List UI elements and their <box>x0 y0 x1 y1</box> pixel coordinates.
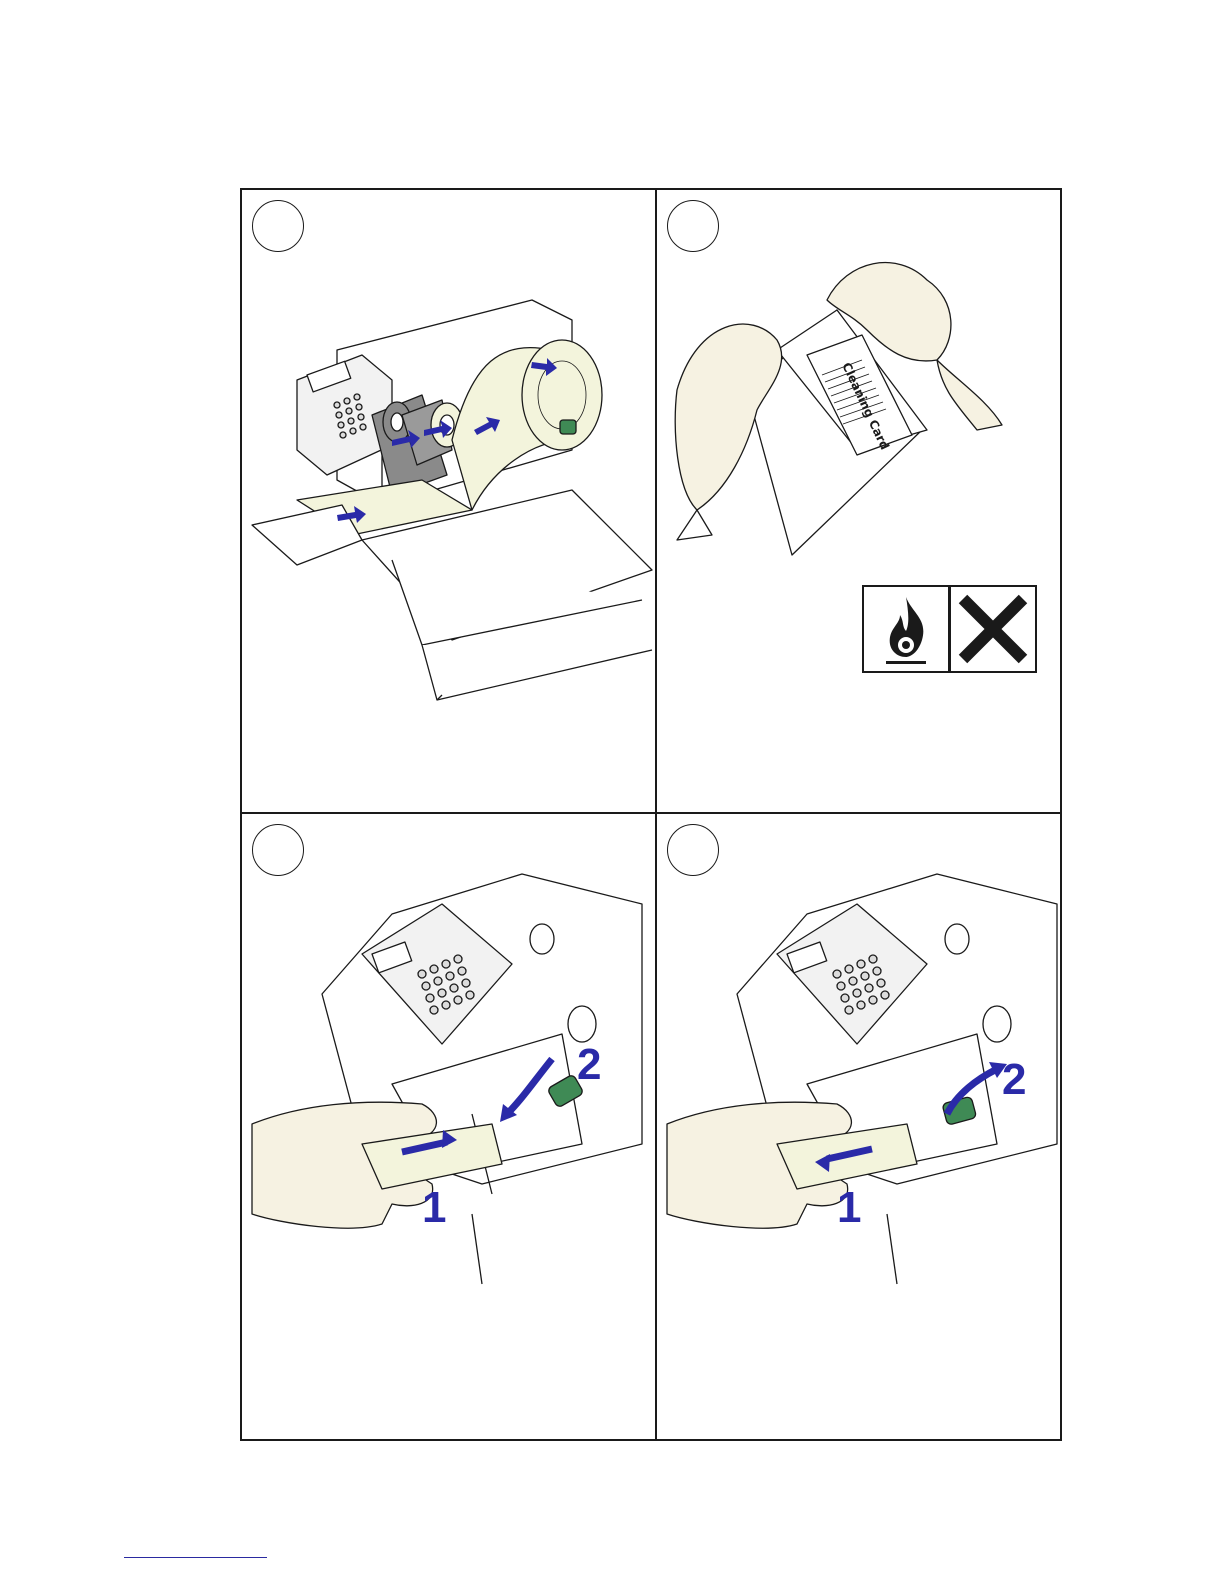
harmful-x-icon <box>949 585 1037 673</box>
printer-loaded-illustration <box>242 190 655 812</box>
footer-link-underline <box>124 1557 267 1558</box>
step-label-d-2: 2 <box>1002 1055 1026 1104</box>
step-label-c-2: 2 <box>577 1040 601 1089</box>
remove-card-illustration: 1 2 <box>657 814 1062 1441</box>
step-label-d-1: 1 <box>837 1183 861 1232</box>
insert-card-illustration: 1 2 <box>242 814 655 1441</box>
panel-step-c: 1 2 <box>242 814 655 1441</box>
flammable-icon <box>862 585 950 673</box>
cleaning-card-illustration: Cleaning Card <box>657 190 1062 812</box>
step-label-c-1: 1 <box>422 1183 446 1232</box>
illustration-grid: Cleaning Card <box>240 188 1062 1441</box>
panel-step-b: Cleaning Card <box>657 190 1062 812</box>
panel-step-a <box>242 190 655 812</box>
panel-step-d: 1 2 <box>657 814 1062 1441</box>
